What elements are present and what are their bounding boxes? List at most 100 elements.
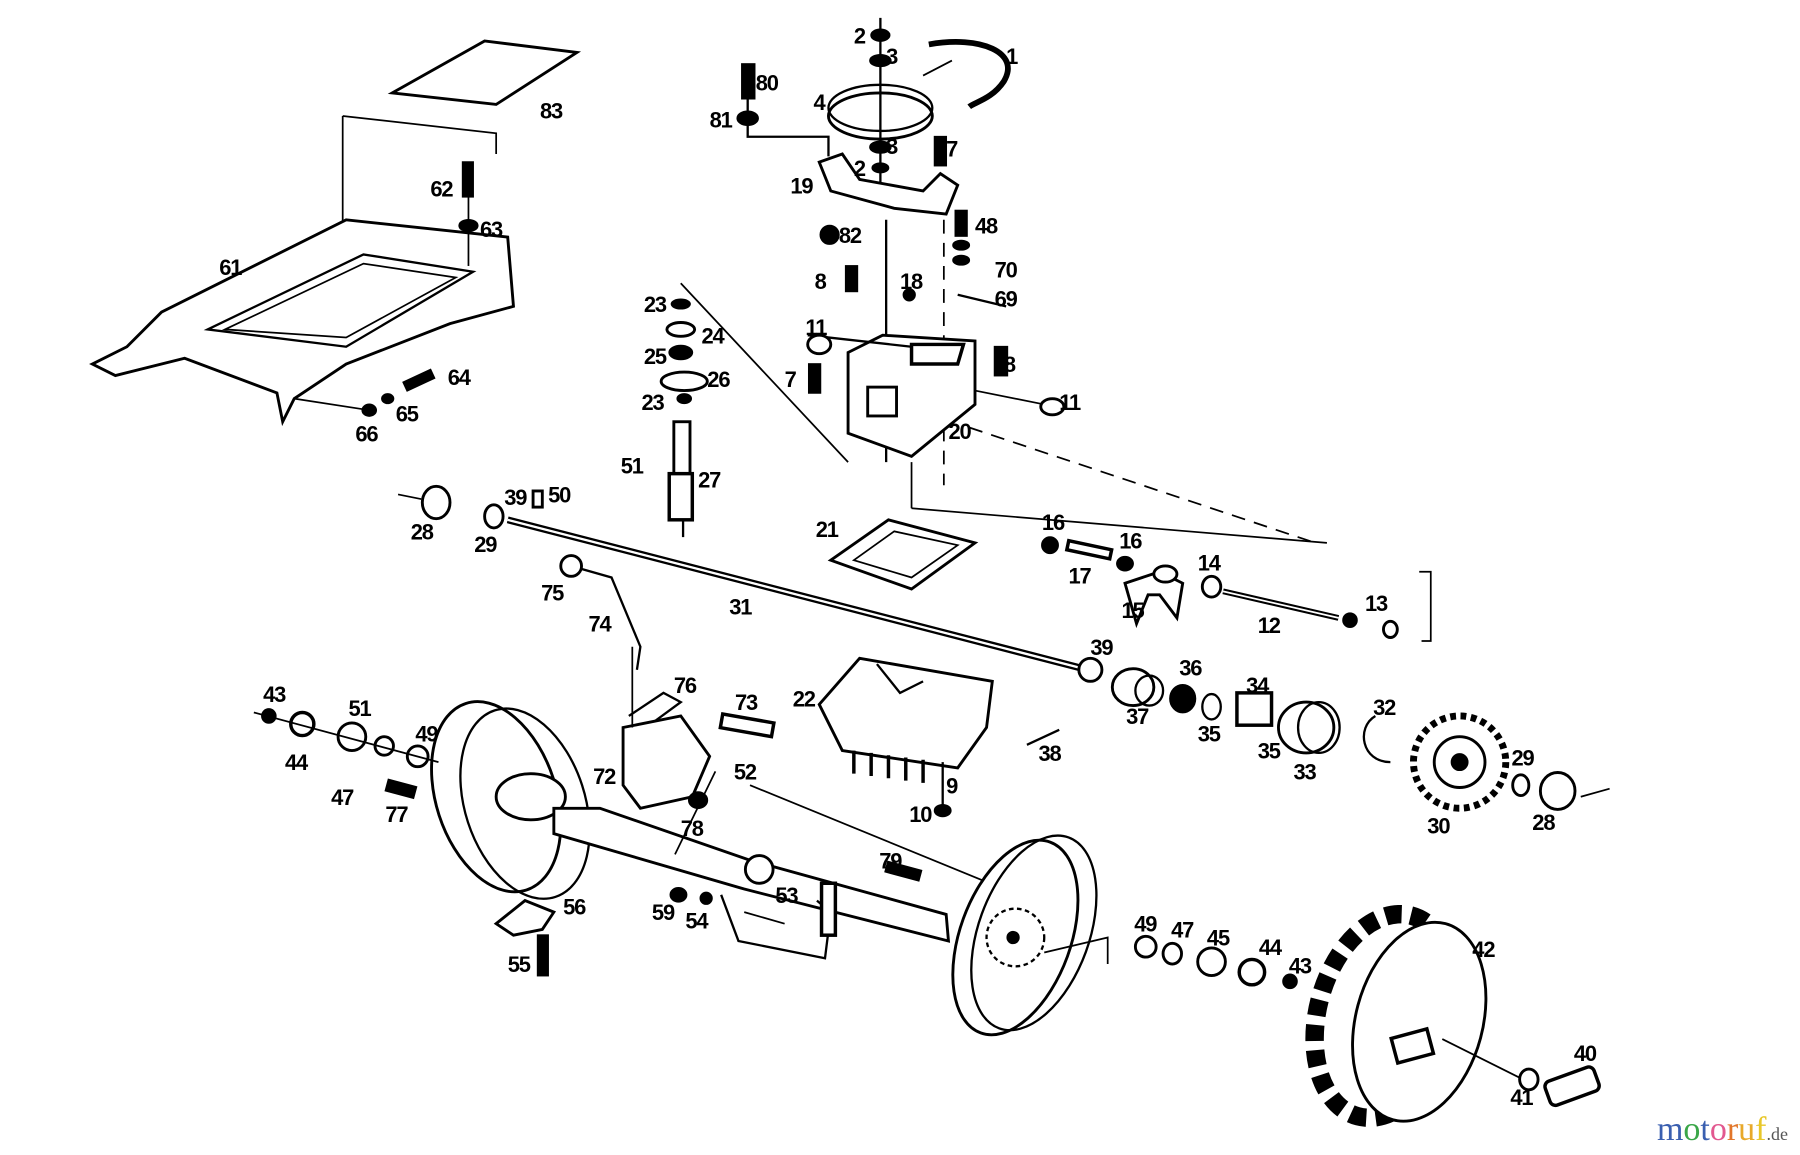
part-label-44: 44 xyxy=(285,750,309,775)
part-gearbox-lower-22 xyxy=(817,656,1060,818)
part-label-47: 47 xyxy=(1171,918,1194,943)
part-label-7: 7 xyxy=(785,367,797,392)
part-axle-52 xyxy=(493,770,1005,977)
part-label-81: 81 xyxy=(710,108,733,133)
part-label-8: 8 xyxy=(815,269,827,294)
part-label-25: 25 xyxy=(644,344,667,369)
part-label-17: 17 xyxy=(1068,563,1091,588)
part-label-3: 3 xyxy=(886,44,898,69)
part-label-20: 20 xyxy=(948,419,971,444)
part-gear-30 xyxy=(1410,712,1610,812)
part-label-76: 76 xyxy=(674,673,697,698)
part-label-1: 1 xyxy=(1006,44,1018,69)
part-label-73: 73 xyxy=(735,690,758,715)
part-label-48: 48 xyxy=(975,214,998,239)
part-label-11: 11 xyxy=(1059,390,1081,415)
part-label-55: 55 xyxy=(508,952,531,977)
part-gearbox-upper-20 xyxy=(680,209,1327,544)
watermark-letter: f xyxy=(1755,1111,1767,1148)
part-label-34: 34 xyxy=(1246,673,1270,698)
part-label-19: 19 xyxy=(790,173,813,198)
part-bolts-64-66 xyxy=(294,368,436,417)
part-label-9: 9 xyxy=(946,773,958,798)
part-label-14: 14 xyxy=(1198,551,1222,576)
watermark-letter: m xyxy=(1656,1111,1684,1148)
watermark-letter: t xyxy=(1700,1111,1710,1148)
part-label-29: 29 xyxy=(474,532,497,557)
part-label-27: 27 xyxy=(698,468,721,493)
part-lever-74 xyxy=(559,554,776,810)
part-label-77: 77 xyxy=(385,802,408,827)
part-label-44: 44 xyxy=(1259,935,1283,960)
part-label-30: 30 xyxy=(1427,814,1450,839)
part-label-37: 37 xyxy=(1126,704,1149,729)
part-label-2: 2 xyxy=(854,23,866,48)
part-label-72: 72 xyxy=(593,764,616,789)
part-shaft-27 xyxy=(659,298,709,538)
part-label-51: 51 xyxy=(348,696,371,721)
part-label-7: 7 xyxy=(946,136,958,161)
part-label-22: 22 xyxy=(793,687,816,712)
part-axle-31 xyxy=(397,484,1080,671)
part-label-26: 26 xyxy=(707,367,730,392)
part-clutch-assembly xyxy=(1077,656,1391,764)
part-label-78: 78 xyxy=(681,816,704,841)
part-label-56: 56 xyxy=(563,894,586,919)
part-label-16: 16 xyxy=(1042,510,1065,535)
motoruf-watermark-logo: motoruf.de xyxy=(1657,1111,1788,1149)
part-label-59: 59 xyxy=(652,900,675,925)
watermark-letter: u xyxy=(1738,1111,1756,1148)
part-label-28: 28 xyxy=(1532,810,1555,835)
part-label-62: 62 xyxy=(430,177,453,202)
part-label-47: 47 xyxy=(331,785,354,810)
part-label-12: 12 xyxy=(1258,613,1281,638)
part-label-49: 49 xyxy=(1134,912,1157,937)
part-right-wheel-42 xyxy=(1044,904,1601,1127)
part-label-49: 49 xyxy=(415,721,438,746)
part-label-33: 33 xyxy=(1293,759,1316,784)
part-label-38: 38 xyxy=(1038,741,1061,766)
watermark-letter: o xyxy=(1683,1111,1701,1148)
part-label-39: 39 xyxy=(1090,635,1113,660)
part-label-32: 32 xyxy=(1373,695,1396,720)
part-label-15: 15 xyxy=(1122,598,1145,623)
part-middle-wheel xyxy=(951,834,1098,1037)
part-bracket-19 xyxy=(736,63,960,245)
part-label-66: 66 xyxy=(355,421,378,446)
part-label-63: 63 xyxy=(480,217,503,242)
part-label-40: 40 xyxy=(1574,1041,1597,1066)
part-label-83: 83 xyxy=(540,98,563,123)
part-label-39: 39 xyxy=(504,485,527,510)
part-label-28: 28 xyxy=(411,519,434,544)
part-label-21: 21 xyxy=(816,517,839,542)
part-label-35: 35 xyxy=(1258,739,1281,764)
part-label-11: 11 xyxy=(805,315,827,340)
part-label-31: 31 xyxy=(729,594,752,619)
part-label-80: 80 xyxy=(756,71,779,96)
part-label-43: 43 xyxy=(1289,953,1312,978)
part-label-35: 35 xyxy=(1198,721,1221,746)
part-label-41: 41 xyxy=(1510,1085,1533,1110)
part-label-69: 69 xyxy=(995,286,1018,311)
part-label-82: 82 xyxy=(839,223,862,248)
part-label-8: 8 xyxy=(1004,352,1016,377)
part-left-wheel xyxy=(253,700,591,900)
part-label-45: 45 xyxy=(1207,926,1230,951)
part-label-16: 16 xyxy=(1119,529,1142,554)
part-label-65: 65 xyxy=(396,402,419,427)
watermark-text: motoruf xyxy=(1657,1111,1767,1148)
part-label-79: 79 xyxy=(879,848,902,873)
part-label-23: 23 xyxy=(644,292,667,317)
part-label-2: 2 xyxy=(854,156,866,181)
part-shaft-12-assembly xyxy=(1041,536,1432,642)
part-label-23: 23 xyxy=(642,390,665,415)
part-label-52: 52 xyxy=(734,759,757,784)
part-label-29: 29 xyxy=(1512,746,1535,771)
part-label-51: 51 xyxy=(621,454,644,479)
watermark-letter: o xyxy=(1709,1111,1727,1148)
part-label-50: 50 xyxy=(548,483,571,508)
part-gasket-21 xyxy=(827,518,979,591)
part-housing-61 xyxy=(89,218,515,427)
part-label-13: 13 xyxy=(1365,591,1388,616)
